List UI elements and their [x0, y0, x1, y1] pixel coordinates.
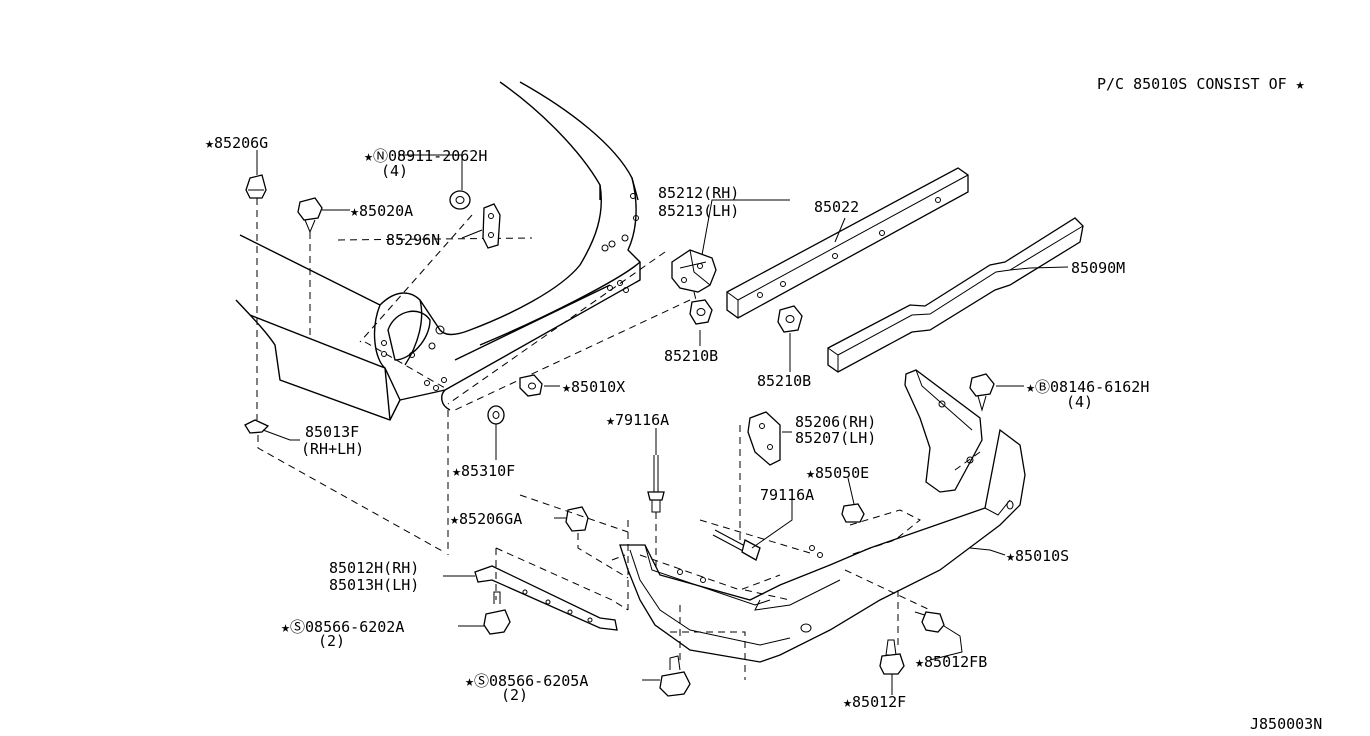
bracket-85296N	[482, 203, 501, 249]
bracket-85206-85207	[739, 411, 781, 540]
label-85210B-right: 85210B	[757, 372, 811, 390]
bumper-fascia-85010S	[447, 410, 1026, 680]
label-85022: 85022	[814, 198, 859, 216]
label-85296N: 85296N	[386, 231, 440, 249]
label-85310F: ★85310F	[452, 462, 515, 480]
nut-85210B-left	[689, 299, 713, 325]
label-85210B-left: 85210B	[664, 347, 718, 365]
label-08566-6205A-qty: (2)	[501, 686, 528, 704]
label-85090M: 85090M	[1071, 259, 1125, 277]
label-85206G: ★85206G	[205, 134, 268, 152]
clip-85310F	[487, 405, 505, 425]
clip-85206G	[245, 174, 267, 420]
diagram-code: J850003N	[1250, 715, 1322, 733]
screw-85020A	[297, 197, 323, 338]
nut-85210B-right	[777, 305, 803, 333]
rivet-79116A-vertical	[647, 455, 665, 575]
label-85207LH: 85207(LH)	[795, 429, 876, 447]
label-85013F-side: (RH+LH)	[301, 440, 364, 458]
clip-85206GA	[565, 506, 629, 579]
label-85012F: ★85012F	[843, 693, 906, 711]
reinforcement-85022	[726, 167, 969, 319]
label-85012FB: ★85012FB	[915, 653, 987, 671]
label-85050E: ★85050E	[806, 464, 869, 482]
label-08566-6202A: ★Ⓢ08566-6202A	[281, 618, 404, 636]
screw-08566-6202A	[483, 591, 511, 635]
label-85020A: ★85020A	[350, 202, 413, 220]
label-85213: 85213(LH)	[658, 202, 739, 220]
label-79116A-top: ★79116A	[606, 411, 669, 429]
retainer-85013F	[244, 419, 445, 553]
label-85012H: 85012H(RH)	[329, 559, 419, 577]
consist-note: P/C 85010S CONSIST OF ★	[1097, 75, 1305, 93]
screw-85012F	[879, 639, 905, 675]
bolt-08146-6162H	[969, 373, 995, 412]
label-08146-6162H: ★Ⓑ08146-6162H	[1026, 378, 1149, 396]
label-08911-qty: (4)	[381, 162, 408, 180]
label-08566-6205A: ★Ⓢ08566-6205A	[465, 672, 588, 690]
label-85013F: 85013F	[305, 423, 359, 441]
bumper-side-bracket	[904, 369, 983, 493]
label-08146-qty: (4)	[1066, 393, 1093, 411]
label-85206RH: 85206(RH)	[795, 413, 876, 431]
label-85013H: 85013H(LH)	[329, 576, 419, 594]
label-85010X: ★85010X	[562, 378, 625, 396]
bracket-85012H-85013H	[474, 547, 629, 631]
bracket-85212-85213	[671, 249, 717, 301]
nut-08911-2062H	[449, 190, 471, 210]
leader-lines	[256, 150, 1069, 695]
label-79116A-mid: 79116A	[760, 486, 814, 504]
screw-08566-6205A	[659, 655, 691, 697]
callout-labels: P/C 85010S CONSIST OF ★ ★85206G ★85020A …	[205, 75, 1322, 733]
clip-85010X	[519, 374, 543, 397]
screw-85012FB	[914, 611, 945, 633]
label-08911-2062H: ★Ⓝ08911-2062H	[364, 147, 487, 165]
rivet-79116A-angled	[712, 529, 761, 561]
label-85206GA: ★85206GA	[450, 510, 522, 528]
label-85010S: ★85010S	[1006, 547, 1069, 565]
label-85212: 85212(RH)	[658, 184, 739, 202]
vehicle-body	[235, 81, 691, 421]
clip-85050E	[841, 503, 865, 523]
label-08566-6202A-qty: (2)	[318, 632, 345, 650]
